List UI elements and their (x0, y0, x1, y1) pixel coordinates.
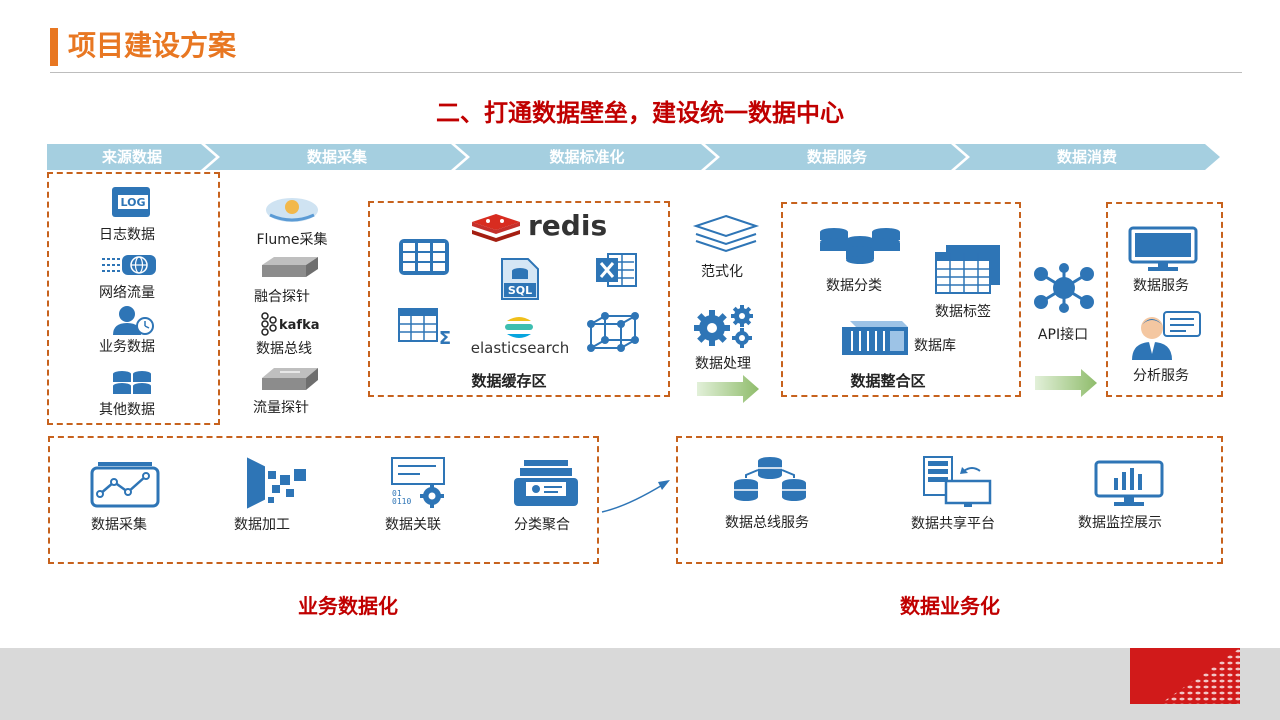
cache-box-label: 数据缓存区 (471, 372, 547, 390)
collection-bus: 数据总线 (256, 341, 312, 357)
label-data-business: 数据业务化 (900, 594, 1000, 618)
collection-traffic: 流量探针 (253, 400, 309, 416)
share-platform-icon (923, 456, 992, 507)
redis-text: redis (528, 209, 608, 242)
monitor-dashboard-icon (1094, 460, 1164, 506)
brand-dot-pattern (1130, 648, 1240, 704)
standardize-process: 数据处理 (695, 356, 751, 372)
consume-analysis-service: 分析服务 (1133, 368, 1189, 384)
log-file-text: LOG (121, 196, 146, 209)
data-process-funnel-icon (247, 457, 306, 509)
flow-arrow-1 (697, 375, 759, 403)
footer-bar (0, 648, 1280, 720)
source-log: 日志数据 (99, 227, 155, 243)
sum-table-icon: Σ (398, 308, 451, 348)
service-step-share: 数据共享平台 (911, 516, 995, 532)
source-business: 业务数据 (99, 339, 155, 355)
stage-chevrons: 来源数据 数据采集 数据标准化 数据服务 数据消费 (47, 144, 1222, 170)
data-collect-chart-icon (90, 462, 160, 508)
stage-chevron-1 (47, 144, 216, 170)
collection-probe: 融合探针 (254, 289, 310, 305)
business-user-icon (113, 306, 154, 335)
kafka-logo-text: kafka (279, 318, 320, 333)
sources-box (47, 172, 220, 425)
stage-label-1: 来源数据 (101, 148, 162, 166)
page-title: 项目建设方案 (68, 29, 237, 62)
service-step-monitor: 数据监控展示 (1078, 515, 1162, 531)
api-interface: API接口 (1037, 327, 1089, 343)
integration-box (781, 202, 1021, 397)
label-business-digitization: 业务数据化 (298, 594, 398, 618)
network-cube-icon (587, 312, 639, 352)
integration-classify: 数据分类 (826, 278, 882, 294)
database-stack-icon (113, 371, 151, 394)
fusion-probe-device-icon (262, 257, 318, 277)
api-hub-icon (1034, 263, 1094, 313)
business-digitization-box (48, 436, 599, 564)
integration-box-label: 数据整合区 (850, 372, 926, 390)
stage-chevron-shapes (47, 144, 1220, 170)
title-accent-bar (50, 28, 58, 66)
brand-dot-pattern-svg (1160, 648, 1240, 704)
bus-service-databases-icon (734, 457, 806, 501)
elasticsearch-logo-icon (505, 317, 533, 338)
header-divider (50, 72, 1242, 73)
stage-chevron-3 (455, 144, 716, 170)
integration-database: 数据库 (914, 338, 956, 354)
analyst-chat-icon (1132, 311, 1201, 360)
page-subtitle: 二、打通数据壁垒，建设统一数据中心 (436, 99, 844, 127)
integration-tags: 数据标签 (935, 304, 991, 320)
stage-chevron-5 (955, 144, 1220, 170)
svg-text:Σ: Σ (439, 328, 451, 348)
service-step-bus: 数据总线服务 (725, 515, 809, 531)
table-grid-icon (399, 239, 449, 275)
stage-label-5: 数据消费 (1056, 148, 1117, 166)
source-network: 网络流量 (99, 285, 155, 301)
stage-label-2: 数据采集 (306, 148, 367, 166)
gears-icon (694, 305, 753, 348)
business-step-aggregate: 分类聚合 (514, 517, 570, 533)
standardize-normalize: 范式化 (701, 264, 743, 280)
excel-file-icon (596, 253, 637, 287)
flow-arrow-2 (1035, 369, 1097, 397)
data-association-icon: 01 0110 (391, 457, 445, 508)
stage-label-4: 数据服务 (806, 148, 867, 166)
sql-file-icon: SQL (501, 258, 539, 300)
traffic-probe-device-icon (262, 368, 318, 390)
source-other: 其他数据 (99, 402, 155, 418)
layers-icon (692, 214, 760, 253)
network-globe-icon (102, 255, 156, 275)
stage-chevron-2 (205, 144, 466, 170)
data-business-box (676, 436, 1223, 564)
log-file-icon: LOG (112, 187, 150, 217)
kafka-logo-icon: kafka (261, 312, 320, 336)
classify-aggregate-tray-icon (514, 460, 578, 506)
collection-flume: Flume采集 (256, 232, 328, 248)
cache-box (368, 201, 670, 397)
svg-text:01: 01 (392, 489, 402, 498)
database-server-icon (842, 321, 908, 355)
monitor-icon (1128, 226, 1198, 271)
elasticsearch-text: elasticsearch (470, 339, 570, 357)
stage-label-3: 数据标准化 (549, 148, 625, 166)
svg-text:0110: 0110 (392, 497, 411, 506)
business-step-collect: 数据采集 (91, 517, 147, 533)
data-tag-sheets-icon (935, 245, 1000, 294)
connector-curve-arrow (601, 480, 670, 513)
sql-file-text: SQL (508, 284, 532, 297)
stage-chevron-4 (705, 144, 966, 170)
consume-data-service: 数据服务 (1133, 278, 1189, 294)
redis-logo-icon (472, 214, 520, 242)
business-step-process: 数据加工 (234, 517, 290, 533)
flume-logo-icon (266, 198, 318, 222)
consume-box (1106, 202, 1223, 397)
databases-icon (820, 228, 900, 264)
business-step-associate: 数据关联 (385, 517, 441, 533)
